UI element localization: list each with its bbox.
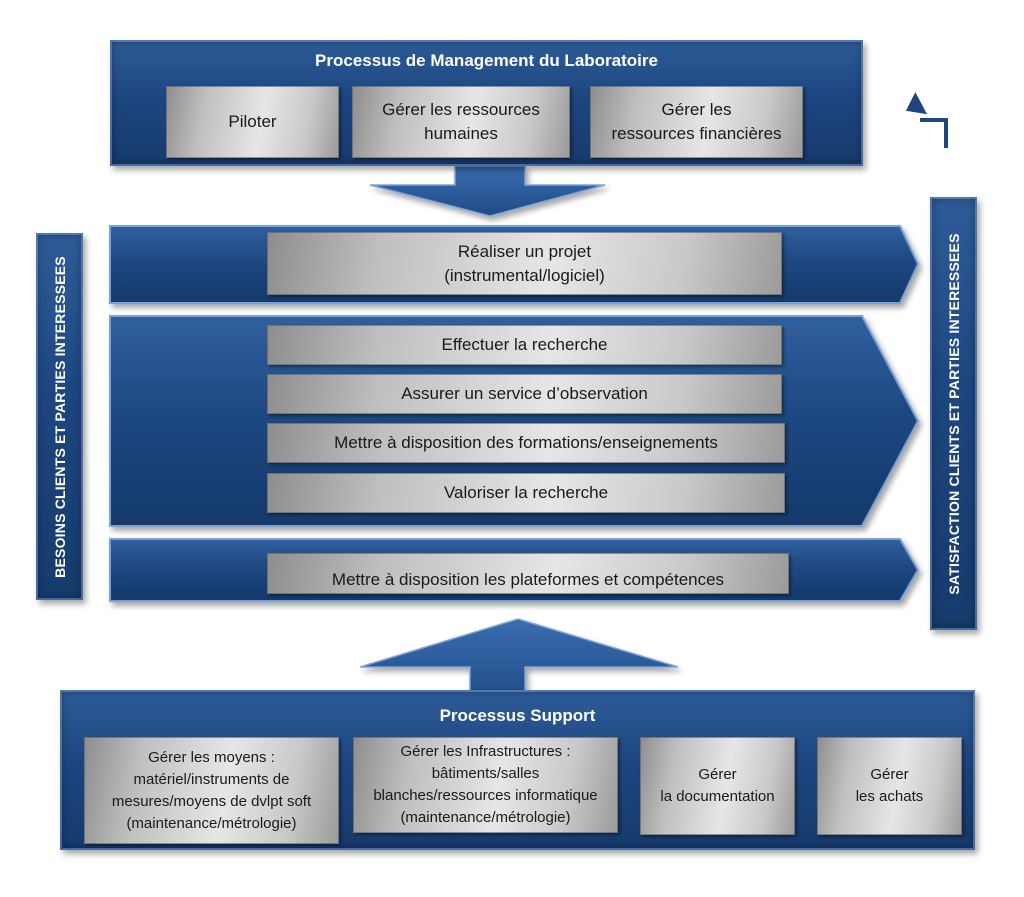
up-arrow-icon bbox=[359, 618, 679, 706]
box-formations[interactable]: Mettre à disposition des formations/ense… bbox=[267, 423, 785, 463]
support-panel: Processus Support Gérer les moyens : mat… bbox=[60, 690, 975, 850]
box-gerer-achats[interactable]: Gérer les achats bbox=[817, 737, 962, 835]
box-ressources-financieres[interactable]: Gérer les ressources financières bbox=[590, 86, 803, 158]
box-plateformes[interactable]: Mettre à disposition les plateformes et … bbox=[267, 553, 789, 594]
left-bar: BESOINS CLIENTS ET PARTIES INTERESSEES bbox=[36, 233, 83, 600]
left-bar-label: BESOINS CLIENTS ET PARTIES INTERESSEES bbox=[51, 255, 68, 578]
box-gerer-moyens[interactable]: Gérer les moyens : matériel/instruments … bbox=[84, 737, 339, 844]
return-arrow-icon bbox=[905, 92, 948, 148]
box-realiser-projet[interactable]: Réaliser un projet (instrumental/logicie… bbox=[267, 232, 782, 295]
box-gerer-documentation[interactable]: Gérer la documentation bbox=[640, 737, 795, 835]
support-title: Processus Support bbox=[439, 706, 596, 725]
box-effectuer-recherche[interactable]: Effectuer la recherche bbox=[267, 325, 782, 365]
box-valoriser-recherche[interactable]: Valoriser la recherche bbox=[267, 473, 785, 513]
box-service-observation[interactable]: Assurer un service d’observation bbox=[267, 374, 782, 414]
box-ressources-humaines[interactable]: Gérer les ressources humaines bbox=[352, 86, 570, 158]
box-piloter[interactable]: Piloter bbox=[166, 86, 339, 158]
down-arrow-icon bbox=[369, 165, 606, 217]
management-panel: Processus de Management du Laboratoire P… bbox=[110, 40, 863, 166]
management-title: Processus de Management du Laboratoire bbox=[315, 51, 658, 70]
box-gerer-infrastructures[interactable]: Gérer les Infrastructures : bâtiments/sa… bbox=[353, 737, 618, 833]
right-bar-label: SATISFACTION CLIENTS ET PARTIES INTERESS… bbox=[945, 232, 962, 595]
right-bar: SATISFACTION CLIENTS ET PARTIES INTERESS… bbox=[930, 197, 977, 630]
